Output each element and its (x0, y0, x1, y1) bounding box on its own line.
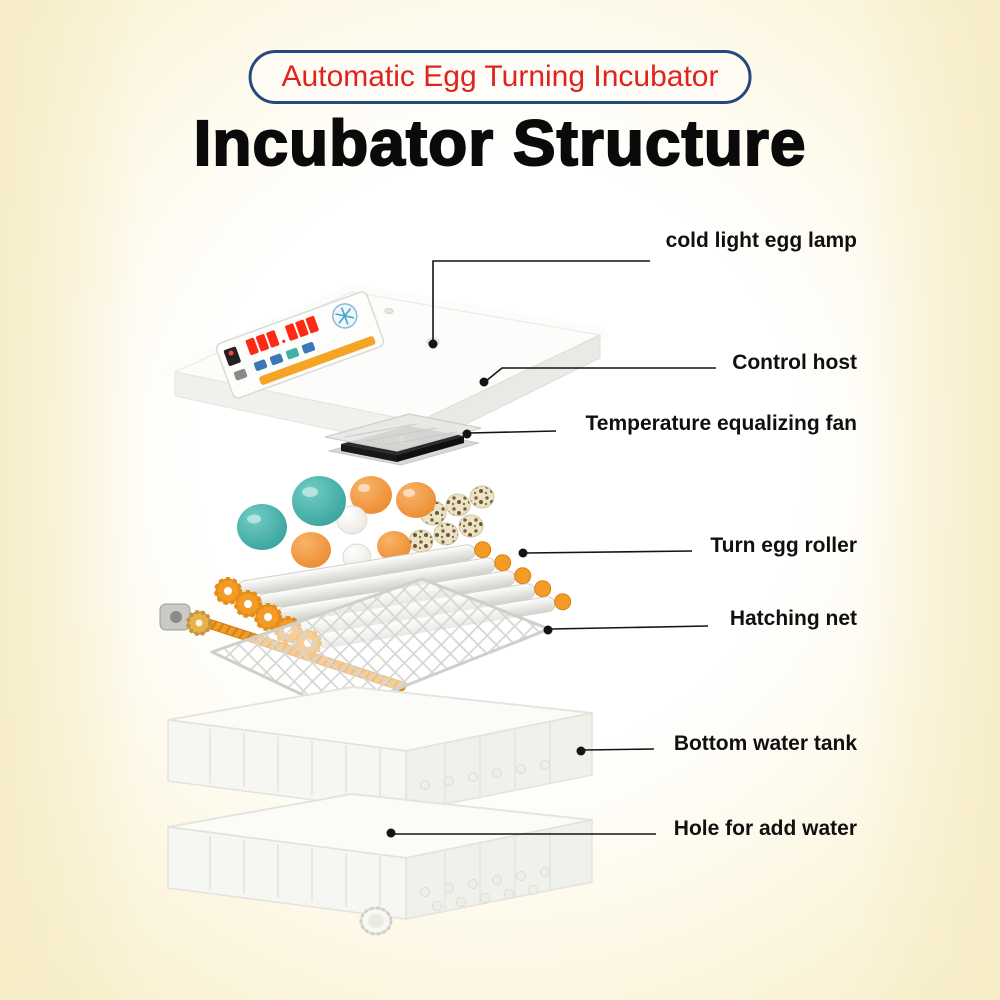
water-channel-slats (209, 722, 551, 805)
water-tank-lower (167, 793, 593, 936)
leader-dot-egg-lamp (428, 339, 438, 349)
leader-dot-equalizing-fan (462, 429, 472, 439)
fan-grille (324, 413, 482, 452)
callout-bottom-water-tank: Bottom water tank (673, 732, 857, 755)
leader-control-host (485, 367, 716, 382)
callout-hole-add-water: Hole for add water (673, 817, 857, 840)
tank-side (405, 819, 593, 920)
leader-hatching-net (550, 625, 709, 630)
egg-roller (234, 554, 512, 618)
leader-dot-control-host (479, 377, 489, 387)
leader-lines (395, 260, 716, 835)
egg-orange (291, 532, 331, 568)
temperature-equalizing-fan (324, 413, 482, 466)
callout-hatching-net: Hatching net (729, 607, 857, 630)
egg-teal (292, 476, 346, 526)
panel-button (233, 368, 248, 381)
egg-quail (408, 529, 434, 553)
control-host-lid (167, 284, 608, 449)
page-title: Incubator Structure (193, 106, 807, 180)
power-switch (223, 346, 241, 366)
water-tank-upper (167, 686, 593, 833)
egg-teal (237, 504, 287, 550)
tray-bumps (420, 760, 550, 790)
leader-equalizing-fan (469, 430, 557, 434)
egg-quail (433, 522, 459, 546)
callout-turn-egg-roller: Turn egg roller (710, 534, 857, 557)
egg-quail (469, 485, 495, 509)
leader-dot-bottom-water-tank (576, 746, 586, 756)
egg-orange (396, 482, 436, 518)
led-display (285, 315, 319, 341)
egg-quail (445, 493, 471, 517)
badge-text: Automatic Egg Turning Incubator (281, 60, 719, 93)
leader-turn-egg-roller (525, 550, 693, 554)
tank-side (405, 712, 593, 813)
eggs-group (237, 476, 495, 571)
product-badge: Automatic Egg Turning Incubator (248, 50, 752, 104)
leader-dot-turn-egg-roller (518, 548, 528, 558)
egg-quail (458, 514, 484, 538)
water-fill-cap (359, 906, 393, 936)
callout-control-host: Control host (732, 351, 857, 374)
leader-egg-lamp (432, 260, 650, 340)
led-display (245, 330, 280, 356)
vent-hole (384, 308, 394, 314)
egg-orange (377, 531, 411, 561)
panel-brand-strip (259, 336, 376, 385)
leader-bottom-water-tank (583, 748, 655, 751)
leader-dots (386, 339, 586, 838)
leader-dot-hole-add-water (386, 828, 396, 838)
egg-white (336, 505, 368, 535)
panel-buttons (253, 342, 316, 371)
callout-egg-lamp: cold light egg lamp (665, 229, 857, 252)
egg-roller (214, 541, 492, 605)
control-panel (215, 291, 385, 399)
water-channel-slats (209, 829, 551, 912)
tray-bumps (420, 867, 550, 911)
callout-equalizing-fan: Temperature equalizing fan (585, 412, 858, 435)
leader-dot-hatching-net (543, 625, 553, 635)
